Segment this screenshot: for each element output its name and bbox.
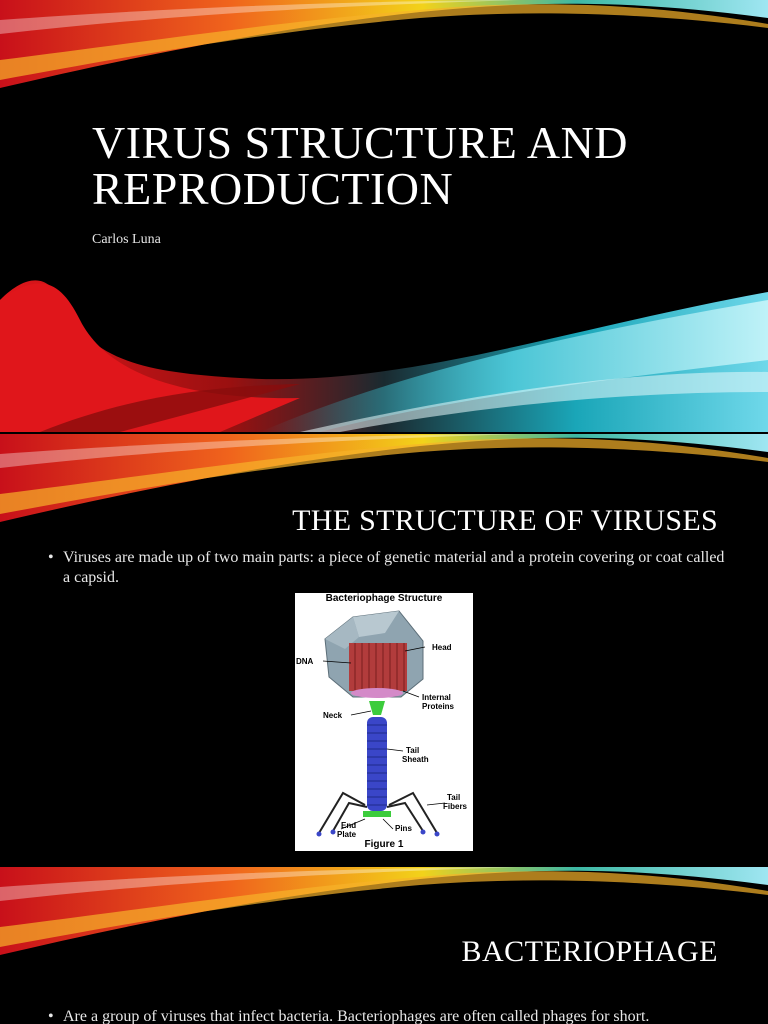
label-neck: Neck bbox=[323, 711, 343, 720]
label-dna: DNA bbox=[296, 657, 314, 666]
label-internal-1: Internal bbox=[422, 693, 451, 702]
label-internal-2: Proteins bbox=[422, 702, 455, 711]
label-tail-fibers-1: Tail bbox=[447, 793, 461, 802]
swoosh-decoration bbox=[0, 434, 768, 522]
label-end-plate-1: End bbox=[341, 821, 357, 830]
slide-title: Virus Structure and Reproduction Carlos … bbox=[0, 0, 768, 432]
slide-structure: The Structure of Viruses • Viruses are m… bbox=[0, 434, 768, 866]
bullet-text: Viruses are made up of two main parts: a… bbox=[63, 549, 725, 586]
swoosh-decoration bbox=[0, 867, 768, 955]
label-pins: Pins bbox=[395, 824, 412, 833]
slide-heading: The Structure of Viruses bbox=[292, 504, 718, 537]
bacteriophage-figure: Bacteriophage Structure Head DNA Interna… bbox=[295, 593, 473, 851]
bullet-glyph: • bbox=[48, 549, 54, 566]
label-tail-sheath-2: Sheath bbox=[402, 755, 429, 764]
slide-title-heading: Virus Structure and Reproduction bbox=[92, 117, 629, 214]
label-end-plate-2: Plate bbox=[337, 830, 357, 839]
slide-heading: Bacteriophage bbox=[461, 935, 718, 968]
bullet-item: • Viruses are made up of two main parts:… bbox=[48, 548, 728, 588]
figure-caption: Figure 1 bbox=[364, 839, 404, 850]
slide-bacteriophage: Bacteriophage • Are a group of viruses t… bbox=[0, 867, 768, 1024]
bullet-item: • Are a group of viruses that infect bac… bbox=[48, 1007, 728, 1024]
bullet-text: Are a group of viruses that infect bacte… bbox=[63, 1008, 650, 1024]
label-tail-fibers-2: Fibers bbox=[443, 802, 468, 811]
label-tail-sheath-1: Tail bbox=[406, 746, 420, 755]
slide-author: Carlos Luna bbox=[92, 232, 161, 247]
swoosh-decoration bbox=[0, 0, 768, 432]
figure-title: Bacteriophage Structure bbox=[325, 593, 443, 604]
bullet-glyph: • bbox=[48, 1008, 54, 1024]
bacteriophage-illustration bbox=[316, 610, 446, 837]
label-head: Head bbox=[432, 643, 452, 652]
